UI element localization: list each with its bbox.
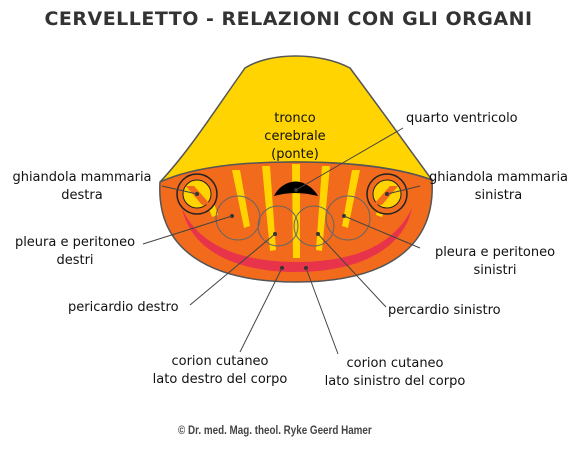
label-corion-sx-line2: lato sinistro del corpo <box>324 374 466 389</box>
label-mammaria-sinistra: ghiandola mammaria sinistra <box>420 169 577 205</box>
label-corion-destro: corion cutaneo lato destro del corpo <box>140 353 300 389</box>
label-tronco-line3: (ponte) <box>271 147 319 162</box>
label-pleura-sx-line2: sinistri <box>473 263 517 278</box>
label-mammaria-sx-line2: sinistra <box>474 188 523 203</box>
inner-red-band <box>182 208 412 272</box>
leader-lines <box>142 127 421 355</box>
copyright-credit: © Dr. med. Mag. theol. Ryke Geerd Hamer <box>178 423 372 437</box>
label-mammaria-dx-line1: ghiandola mammaria <box>12 170 152 185</box>
leader-mammaria-dx <box>161 185 198 195</box>
leader-corion-sx <box>305 267 339 355</box>
pericardium-right-circle <box>257 205 299 247</box>
leader-pleura-sx <box>343 215 421 249</box>
label-tronco-line1: tronco <box>274 111 316 126</box>
pericardium-left-circle <box>293 205 335 247</box>
label-pleura-destri: pleura e peritoneo destri <box>4 234 146 270</box>
label-mammaria-sx-line1: ghiandola mammaria <box>428 170 569 185</box>
label-corion-sx-line1: corion cutaneo <box>346 356 444 371</box>
label-corion-dx-line2: lato destro del corpo <box>152 372 288 387</box>
label-pleura-sx-line1: pleura e peritoneo <box>434 245 556 260</box>
label-tronco-line2: cerebrale <box>264 129 326 144</box>
label-tronco-cerebrale: tronco cerebrale (ponte) <box>250 110 340 164</box>
leader-mammaria-sx <box>386 185 421 195</box>
label-quarto-ventricolo: quarto ventricolo <box>406 111 518 126</box>
label-pleura-dx-line2: destri <box>56 253 94 268</box>
leader-pleura-dx <box>142 215 233 245</box>
label-mammaria-destra: ghiandola mammaria destra <box>2 169 162 205</box>
label-pleura-sinistri: pleura e peritoneo sinistri <box>422 244 568 280</box>
leader-quarto-ventricolo <box>295 127 404 191</box>
leader-pericardio-dx <box>189 233 276 306</box>
label-mammaria-dx-line2: destra <box>61 188 103 203</box>
pleura-peritoneum-left-circle <box>325 195 371 241</box>
label-corion-sinistro: corion cutaneo lato sinistro del corpo <box>312 355 478 391</box>
leader-pericardio-sx <box>317 233 387 308</box>
diagram-title: CERVELLETTO - RELAZIONI CON GLI ORGANI <box>44 8 533 30</box>
label-corion-dx-line1: corion cutaneo <box>171 354 269 369</box>
leader-corion-dx <box>239 267 283 353</box>
label-percardio-sinistro: percardio sinistro <box>388 303 501 318</box>
label-pericardio-destro: pericardio destro <box>68 300 179 315</box>
label-pleura-dx-line1: pleura e peritoneo <box>14 235 136 250</box>
